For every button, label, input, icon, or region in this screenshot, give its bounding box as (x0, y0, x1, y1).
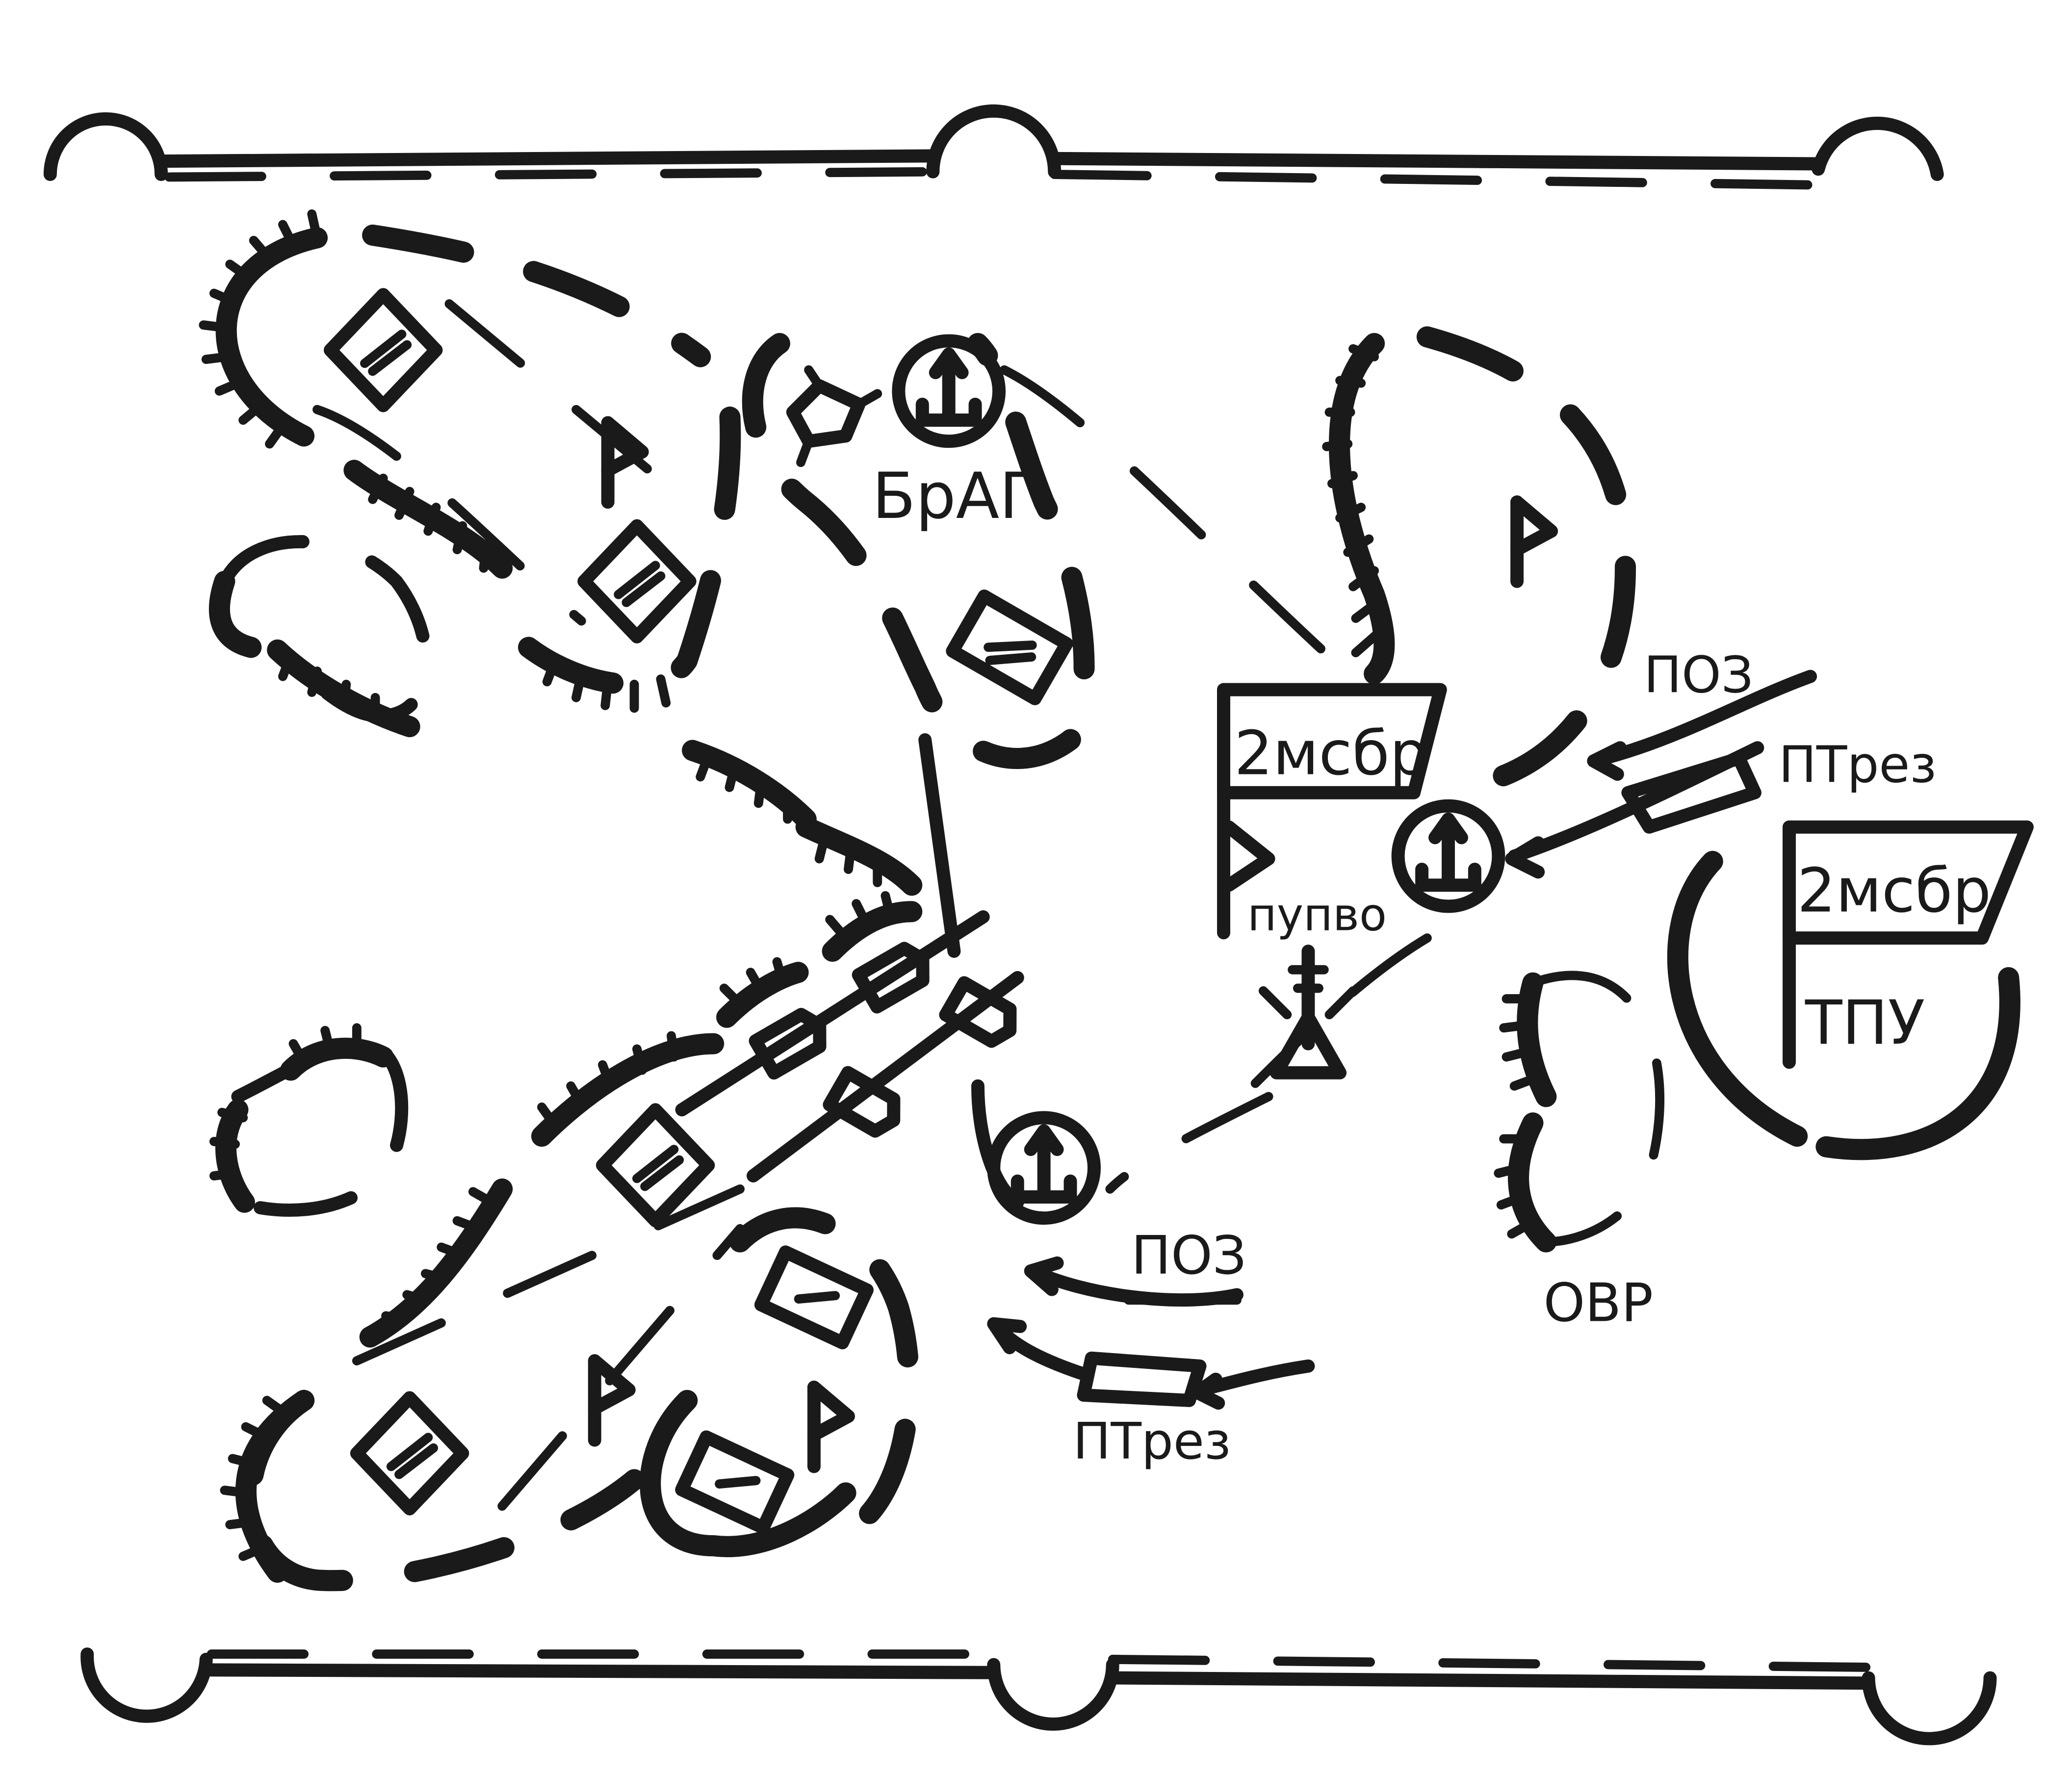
ptrez-bottom-label: ПТрез (1073, 1413, 1231, 1471)
bottom-road (80, 1647, 1997, 1746)
tpu-label: ТПУ (1805, 988, 1925, 1058)
poz-top-label: ПОЗ (1644, 646, 1753, 705)
center-cluster (675, 910, 1024, 1182)
link-lines (918, 365, 1432, 1194)
area-lower-left (220, 1031, 745, 1592)
area-small-left (208, 535, 433, 738)
area-ovr: ОВР (1494, 971, 1665, 1334)
hq-top-label: 2мсбр (1234, 719, 1428, 789)
area-tpu: 2мсбр ТПУ (1667, 820, 2034, 1160)
ptrez-top-label: ПТрез (1779, 736, 1937, 795)
area-right-upper: 2мсбр пупво (1217, 326, 1636, 1079)
center-ridges (682, 740, 923, 1028)
area-brag: БрАГ (742, 333, 1095, 769)
poz-bottom-label: ПОЗ (1131, 1225, 1246, 1286)
ovr-label: ОВР (1543, 1273, 1653, 1334)
pupvo-label: пупво (1247, 888, 1387, 941)
area-upper-left (199, 209, 741, 713)
area-lower-center (640, 1207, 920, 1557)
hq-right-label: 2мсбр (1797, 856, 1992, 926)
anchor-mid-lower (971, 1079, 1094, 1218)
area-small-lower-left (209, 1023, 409, 1217)
arrows-upper-right: ПОЗ ПТрез (1505, 646, 1937, 879)
antenna-tower-icon (1258, 945, 1358, 1079)
top-road (43, 104, 1944, 190)
brag-label: БрАГ (872, 460, 1038, 533)
arrows-lower: ПОЗ ПТрез (987, 1225, 1315, 1471)
